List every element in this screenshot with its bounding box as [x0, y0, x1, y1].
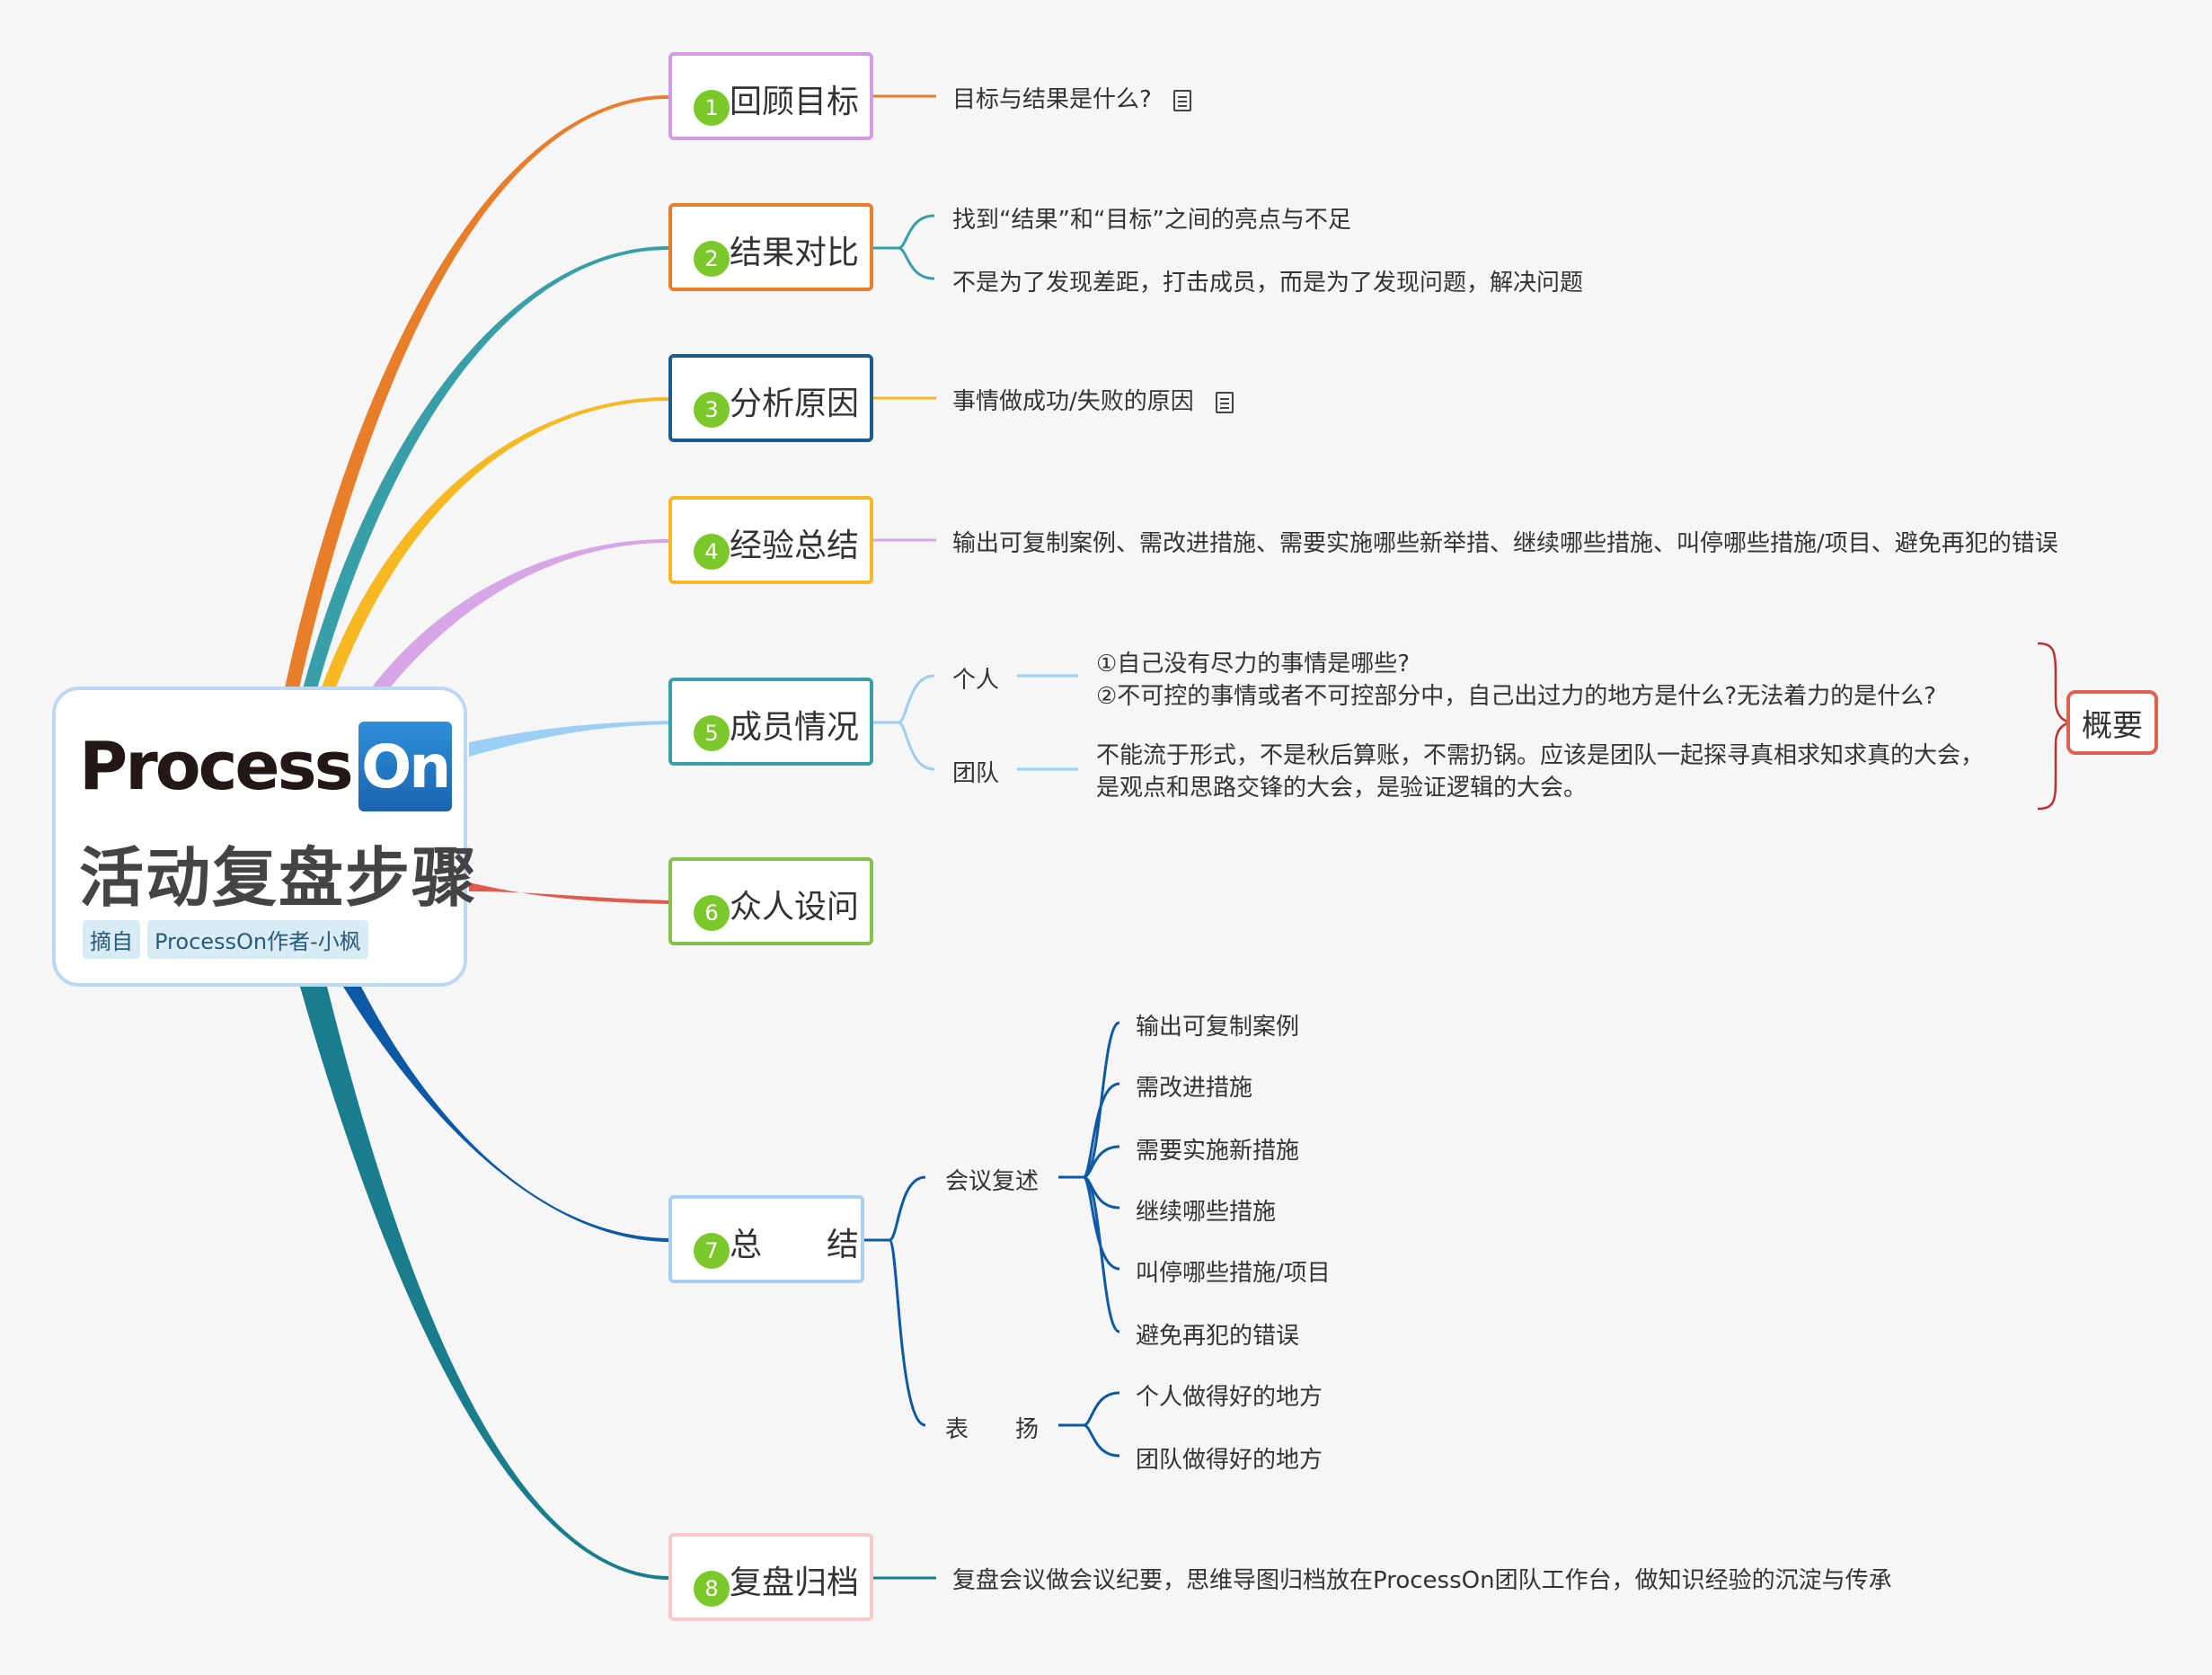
- branch-label: 成员情况: [730, 709, 860, 746]
- branch-node-6[interactable]: 6 众人设问: [668, 857, 873, 945]
- logo-text-process: Process: [79, 728, 354, 805]
- branch-node-2[interactable]: 2 结果对比: [668, 203, 873, 291]
- note-icon[interactable]: [1215, 391, 1234, 413]
- branch-node-5[interactable]: 5 成员情况: [668, 678, 873, 766]
- branch-label: 总 结: [730, 1227, 860, 1263]
- connector-7b: [1058, 1391, 1120, 1458]
- connector-5: [872, 674, 935, 771]
- detail-text: 事情做成功/失败的原因: [952, 388, 1194, 415]
- subtopic-meeting-recap[interactable]: 会议复述: [945, 1168, 1040, 1195]
- branch-label: 众人设问: [730, 889, 860, 926]
- branch-curve-5: [469, 721, 668, 757]
- branch-node-1[interactable]: 1 回顾目标: [668, 52, 873, 140]
- branch-number-badge: 5: [694, 715, 730, 751]
- branch-number-badge: 3: [694, 392, 730, 428]
- connector-7: [864, 1175, 926, 1427]
- branch-label: 回顾目标: [730, 84, 860, 120]
- branch-number-badge: 4: [694, 534, 730, 570]
- personal-line-2[interactable]: ②不可控的事情或者不可控部分中，自己出过力的地方是什么?无法着力的是什么?: [1096, 683, 1936, 710]
- branch-label: 结果对比: [730, 235, 860, 271]
- team-line-2[interactable]: 是观点和思路交锋的大会，是验证逻辑的大会。: [1096, 775, 1588, 802]
- recap-item-3[interactable]: 需要实施新措施: [1136, 1138, 1300, 1165]
- branch-label: 经验总结: [730, 527, 860, 564]
- praise-item-2[interactable]: 团队做得好的地方: [1136, 1447, 1323, 1474]
- branch-label: 分析原因: [730, 386, 860, 422]
- summary-node[interactable]: 概要: [2066, 690, 2158, 755]
- detail-4[interactable]: 输出可复制案例、需改进措施、需要实施哪些新举措、继续哪些措施、叫停哪些措施/项目…: [952, 530, 2058, 557]
- branch-node-7[interactable]: 7 总 结: [668, 1195, 864, 1283]
- subtopic-team[interactable]: 团队: [952, 760, 1000, 787]
- branch-number-badge: 7: [694, 1233, 730, 1269]
- subtopic-praise[interactable]: 表 扬: [945, 1416, 1040, 1443]
- tag-from: 摘自: [83, 920, 140, 959]
- detail-2b[interactable]: 不是为了发现差距，打击成员，而是为了发现问题，解决问题: [952, 270, 1584, 297]
- central-tags: 摘自 ProcessOn作者-小枫: [83, 920, 368, 959]
- branch-node-4[interactable]: 4 经验总结: [668, 496, 873, 584]
- branch-curve-7: [343, 987, 668, 1242]
- recap-item-4[interactable]: 继续哪些措施: [1136, 1199, 1277, 1226]
- connector-2: [872, 214, 935, 280]
- branch-number-badge: 1: [694, 90, 730, 126]
- branch-number-badge: 6: [694, 895, 730, 931]
- team-line-1[interactable]: 不能流于形式，不是秋后算账，不需扔锅。应该是团队一起探寻真相求知求真的大会，: [1096, 742, 1985, 769]
- branch-node-3[interactable]: 3 分析原因: [668, 354, 873, 442]
- recap-item-2[interactable]: 需改进措施: [1136, 1075, 1253, 1102]
- personal-line-1[interactable]: ①自己没有尽力的事情是哪些?: [1096, 651, 1411, 678]
- branch-number-badge: 2: [694, 241, 730, 277]
- branch-label: 复盘归档: [730, 1564, 860, 1601]
- detail-1[interactable]: 目标与结果是什么?: [952, 81, 1191, 114]
- branch-curve-2: [302, 246, 668, 692]
- logo-badge-on: On: [358, 722, 452, 811]
- subtopic-personal[interactable]: 个人: [952, 667, 1000, 694]
- branch-curve-8: [300, 987, 668, 1580]
- branch-curve-1: [284, 95, 668, 692]
- detail-3[interactable]: 事情做成功/失败的原因: [952, 383, 1234, 416]
- tag-author: ProcessOn作者-小枫: [147, 920, 368, 959]
- detail-8[interactable]: 复盘会议做会议纪要，思维导图归档放在ProcessOn团队工作台，做知识经验的沉…: [952, 1567, 1892, 1594]
- detail-2a[interactable]: 找到“结果”和“目标”之间的亮点与不足: [952, 207, 1351, 234]
- detail-text: 目标与结果是什么?: [952, 86, 1152, 113]
- praise-item-1[interactable]: 个人做得好的地方: [1136, 1384, 1323, 1411]
- connector-7a: [1058, 1021, 1120, 1334]
- branch-number-badge: 8: [694, 1571, 730, 1607]
- central-topic[interactable]: Process On 活动复盘步骤 摘自 ProcessOn作者-小枫: [52, 687, 476, 987]
- summary-brace: [2037, 642, 2071, 811]
- processon-logo: Process On: [79, 717, 452, 816]
- recap-item-6[interactable]: 避免再犯的错误: [1136, 1323, 1300, 1350]
- note-icon[interactable]: [1172, 89, 1191, 111]
- branch-curve-6: [469, 882, 668, 904]
- recap-item-5[interactable]: 叫停哪些措施/项目: [1136, 1260, 1331, 1287]
- branch-curve-4: [368, 539, 668, 692]
- recap-item-1[interactable]: 输出可复制案例: [1136, 1014, 1300, 1041]
- central-title: 活动复盘步骤: [79, 840, 479, 916]
- branch-curve-3: [320, 397, 668, 692]
- branch-node-8[interactable]: 8 复盘归档: [668, 1533, 873, 1621]
